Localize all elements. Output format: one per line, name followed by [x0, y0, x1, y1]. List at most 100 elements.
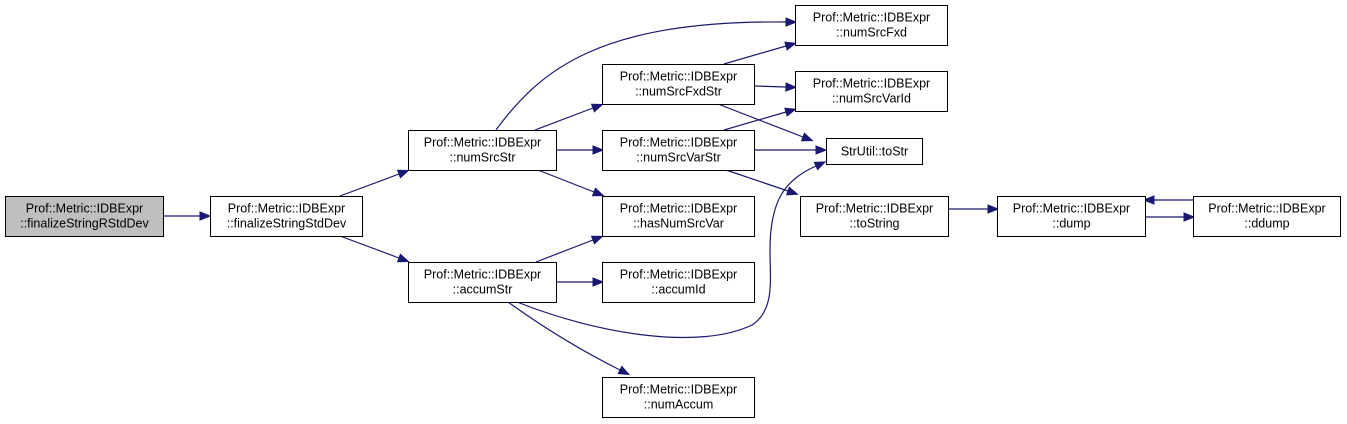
arrowhead-icon [784, 107, 797, 117]
node-label-line2: ::numSrcVarId [832, 92, 911, 106]
node-label-line1: Prof::Metric::IDBExpr [620, 136, 737, 150]
arrowhead-icon [785, 17, 798, 27]
node-numSrcVarId[interactable]: Prof::Metric::IDBExpr ::numSrcVarId [795, 71, 948, 112]
node-hasNumSrcVar[interactable]: Prof::Metric::IDBExpr ::hasNumSrcVar [602, 196, 755, 237]
edge-accumStr-to-hasNumSrcVar [535, 235, 604, 263]
node-label-line1: Prof::Metric::IDBExpr [620, 383, 737, 397]
arrowhead-icon [815, 145, 828, 155]
edge-line [507, 301, 621, 371]
node-label-line1: Prof::Metric::IDBExpr [620, 202, 737, 216]
node-toString[interactable]: Prof::Metric::IDBExpr ::toString [800, 196, 949, 237]
node-ddump[interactable]: Prof::Metric::IDBExpr ::ddump [1193, 196, 1341, 237]
node-finalizeStringStdDev[interactable]: Prof::Metric::IDBExpr ::finalizeStringSt… [210, 196, 363, 237]
edge-numSrcVarStr-to-toString [725, 169, 799, 196]
edge-numSrcVarStr-to-toStr [754, 145, 828, 155]
edge-line [339, 235, 400, 259]
node-label-line2: ::hasNumSrcVar [633, 217, 724, 231]
edge-numSrcStr-to-numSrcFxdStr [534, 103, 604, 131]
node-label-line2: ::finalizeStringRStdDev [20, 217, 149, 231]
edge-line [534, 107, 594, 131]
node-label-line2: ::numSrcFxdStr [635, 85, 722, 99]
arrowhead-icon [396, 253, 410, 263]
arrowhead-icon [590, 103, 604, 113]
arrowhead-icon [592, 145, 605, 155]
edge-finalizeStringStdDev-to-numSrcStr [339, 169, 410, 197]
edge-numSrcStr-to-hasNumSrcVar [537, 169, 605, 197]
edge-line [723, 111, 787, 131]
node-label-line1: Prof::Metric::IDBExpr [1013, 202, 1130, 216]
node-label: StrUtil::toStr [841, 145, 908, 159]
arrowhead-icon [590, 235, 604, 245]
arrowhead-icon [786, 186, 799, 196]
node-label-line1: Prof::Metric::IDBExpr [813, 77, 930, 91]
arrowhead-icon [592, 277, 605, 287]
edge-accumStr-to-accumId [556, 277, 605, 287]
node-accumId[interactable]: Prof::Metric::IDBExpr ::accumId [602, 262, 755, 303]
arrowhead-icon [617, 365, 631, 376]
node-toStr[interactable]: StrUtil::toStr [826, 138, 923, 165]
arrowhead-icon [987, 204, 1000, 214]
node-label-line2: ::finalizeStringStdDev [227, 217, 347, 231]
node-label-line2: ::numSrcStr [450, 151, 516, 165]
node-label-line2: ::dump [1052, 217, 1090, 231]
edge-finalizeStringStdDev-to-accumStr [339, 235, 410, 263]
edge-line [495, 21, 787, 131]
node-label-line1: Prof::Metric::IDBExpr [1208, 202, 1325, 216]
edge-dump-to-ddump [1145, 212, 1196, 222]
node-finalizeStringRStdDev[interactable]: Prof::Metric::IDBExpr ::finalizeStringRS… [5, 196, 164, 237]
edge-line [725, 169, 789, 192]
edge-numSrcStr-to-numSrcFxd [495, 17, 798, 131]
arrowhead-icon [199, 211, 212, 221]
arrowhead-icon [800, 132, 814, 142]
node-numSrcFxd[interactable]: Prof::Metric::IDBExpr ::numSrcFxd [795, 5, 948, 46]
node-label-line1: Prof::Metric::IDBExpr [813, 11, 930, 25]
node-numSrcFxdStr[interactable]: Prof::Metric::IDBExpr ::numSrcFxdStr [602, 64, 755, 105]
edge-accumStr-to-toStr [516, 161, 827, 339]
nodes-layer: Prof::Metric::IDBExpr ::finalizeStringRS… [5, 5, 1341, 418]
node-numSrcStr[interactable]: Prof::Metric::IDBExpr ::numSrcStr [408, 130, 557, 171]
arrowhead-icon [1142, 195, 1155, 205]
arrowhead-icon [1183, 212, 1196, 222]
node-label-line1: Prof::Metric::IDBExpr [620, 268, 737, 282]
node-label-line1: Prof::Metric::IDBExpr [620, 70, 737, 84]
arrowhead-icon [784, 41, 797, 51]
node-label-line2: ::ddump [1244, 217, 1289, 231]
arrowhead-icon [591, 187, 605, 197]
node-label-line2: ::toString [849, 217, 899, 231]
node-numSrcVarStr[interactable]: Prof::Metric::IDBExpr ::numSrcVarStr [602, 130, 755, 171]
edge-line [339, 173, 400, 197]
node-label-line1: Prof::Metric::IDBExpr [228, 202, 345, 216]
node-label-line2: ::numSrcFxd [836, 26, 907, 40]
edge-line [717, 103, 804, 138]
node-accumStr[interactable]: Prof::Metric::IDBExpr ::accumStr [408, 262, 557, 303]
node-label-line1: Prof::Metric::IDBExpr [26, 202, 143, 216]
node-dump[interactable]: Prof::Metric::IDBExpr ::dump [997, 196, 1146, 237]
edge-numSrcFxdStr-to-numSrcFxd [723, 41, 797, 65]
node-label-line2: ::numAccum [644, 398, 713, 412]
node-label-line1: Prof::Metric::IDBExpr [424, 136, 541, 150]
node-label-line1: Prof::Metric::IDBExpr [424, 268, 541, 282]
edge-finalizeStringRStdDev-to-finalizeStringStdDev [163, 211, 212, 221]
edge-toString-to-dump [948, 204, 1000, 214]
edge-line [535, 239, 594, 263]
edge-line [516, 165, 817, 339]
node-label-line2: ::accumStr [453, 283, 513, 297]
arrowhead-icon [813, 161, 827, 171]
edge-accumStr-to-numAccum [507, 301, 631, 376]
edges-layer [163, 17, 1196, 376]
edge-numSrcStr-to-numSrcVarStr [556, 145, 605, 155]
edge-line [723, 45, 787, 65]
arrowhead-icon [785, 82, 798, 92]
edge-numSrcFxdStr-to-numSrcVarId [753, 82, 798, 92]
node-label-line1: Prof::Metric::IDBExpr [816, 202, 933, 216]
arrowhead-icon [396, 169, 410, 179]
edge-numSrcVarStr-to-numSrcVarId [723, 107, 797, 131]
edge-numSrcFxdStr-to-toStr [717, 103, 814, 142]
edge-line [537, 169, 595, 193]
edge-line [753, 85, 787, 88]
node-numAccum[interactable]: Prof::Metric::IDBExpr ::numAccum [602, 377, 755, 418]
node-label-line2: ::accumId [651, 283, 705, 297]
node-label-line2: ::numSrcVarStr [636, 151, 721, 165]
edge-ddump-to-dump [1142, 195, 1193, 205]
